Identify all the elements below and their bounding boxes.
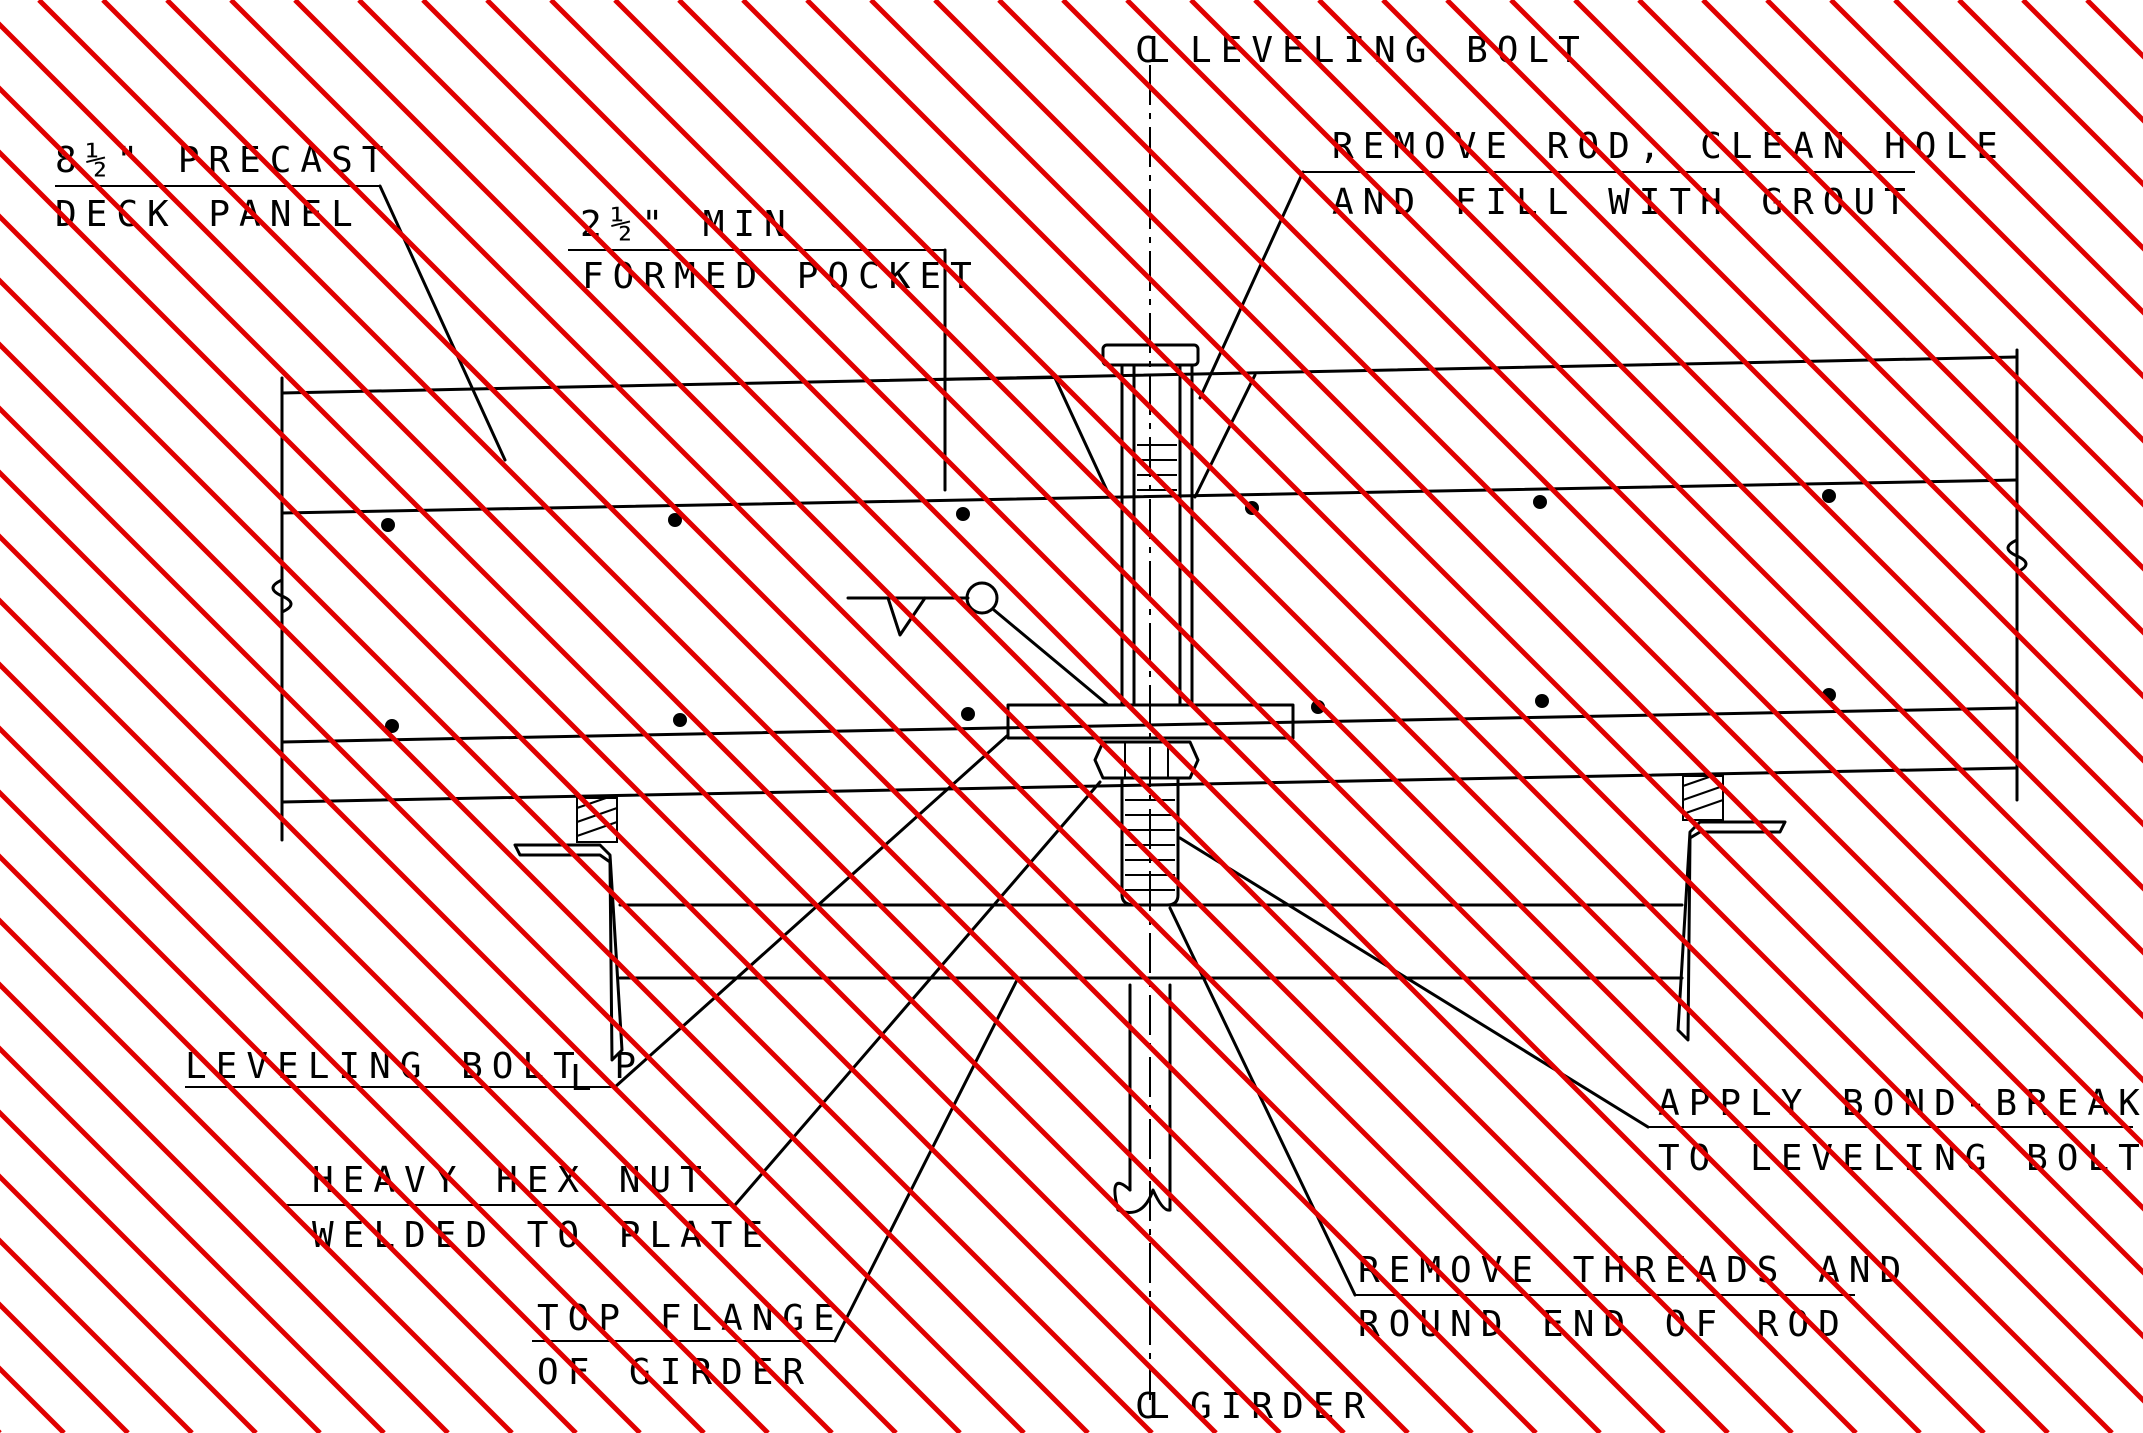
hatch-line (0, 1109, 322, 1433)
hatch-line (997, 0, 2143, 1148)
hatch-line (549, 0, 1986, 1433)
hatch-line (1957, 0, 2143, 188)
bearing-pad-right (1682, 775, 1724, 821)
formed-pocket (1053, 373, 1257, 499)
hatch-line (0, 341, 1090, 1433)
hatch-line (0, 917, 514, 1433)
pocket-label-line1: 2½" MIN (580, 204, 795, 245)
bearing-pad-left (576, 797, 618, 843)
leveling-bolt-pl-label: LEVELING BOLT P L (185, 1046, 636, 1099)
hatch-line (1573, 0, 2143, 572)
svg-text:C: C (1135, 1386, 1166, 1427)
weld-symbol (846, 581, 1110, 707)
hatch-line (805, 0, 2143, 1340)
hatch-line (933, 0, 2143, 1212)
hatch-line (0, 981, 450, 1433)
hatch-line (1893, 0, 2143, 252)
girder-top-flange (513, 775, 1787, 1062)
hatch-line (37, 0, 1474, 1433)
cl-leveling-bolt-label: C L LEVELING BOLT (1135, 30, 1589, 71)
hatch-line (421, 0, 1858, 1433)
hatch-line (0, 213, 1218, 1433)
hatch-line (1381, 0, 2143, 764)
hatch-line (0, 533, 898, 1433)
hatch-line (0, 789, 642, 1433)
hatch-line (1637, 0, 2143, 508)
leveling-bolt-plate (1006, 703, 1295, 740)
hatch-line (0, 661, 770, 1433)
hatch-line (1125, 0, 2143, 1020)
hatch-line (101, 0, 1538, 1433)
hatch-line (1509, 0, 2143, 636)
hatch-line (0, 149, 1282, 1433)
hatch-line (0, 1173, 258, 1433)
svg-text:LEVELING BOLT: LEVELING BOLT (1190, 30, 1589, 71)
svg-text:L: L (1148, 1386, 1179, 1427)
hatch-line (357, 0, 1794, 1433)
hatch-line (1317, 0, 2143, 828)
remove-rod-label-line2: AND FILL WITH GROUT (1332, 182, 1915, 223)
svg-text:L: L (570, 1058, 601, 1099)
hatch-line (0, 469, 962, 1433)
hatch-line (869, 0, 2143, 1276)
bond-breaker-label-line1: APPLY BOND-BREAKER (1658, 1083, 2143, 1124)
hatch-line (0, 597, 834, 1433)
hatch-line (0, 1045, 386, 1433)
leader-lines (55, 170, 2133, 1343)
hatch-line (0, 85, 1346, 1433)
hatch-line (1829, 0, 2143, 316)
cl-girder-label: C L GIRDER (1135, 1386, 1374, 1427)
hatch-line (229, 0, 1666, 1433)
hatch-line (677, 0, 2114, 1433)
hatch-line (0, 21, 1410, 1433)
hatch-line (293, 0, 1730, 1433)
hatch-line (2085, 0, 2143, 60)
hatch-line (485, 0, 1922, 1433)
hatch-line (1253, 0, 2143, 892)
hatch-line (1189, 0, 2143, 956)
hatch-line (0, 853, 578, 1433)
hatch-line (741, 0, 2143, 1404)
hatch-line (1701, 0, 2143, 444)
remove-rod-label-line1: REMOVE ROD, CLEAN HOLE (1332, 126, 2007, 167)
hatch-line (0, 725, 706, 1433)
hatch-line (0, 277, 1154, 1433)
precast-deck-panel (271, 348, 2028, 842)
svg-text:GIRDER: GIRDER (1190, 1386, 1374, 1427)
svg-text:C: C (1135, 30, 1166, 71)
hatch-line (613, 0, 2050, 1433)
rebar-dots (381, 489, 1836, 733)
hatch-line (1765, 0, 2143, 380)
hatch-line (0, 405, 1026, 1433)
hatch-line (1445, 0, 2143, 700)
hatch-line (165, 0, 1602, 1433)
hatch-line (2021, 0, 2143, 124)
hatch-line (1061, 0, 2143, 1084)
